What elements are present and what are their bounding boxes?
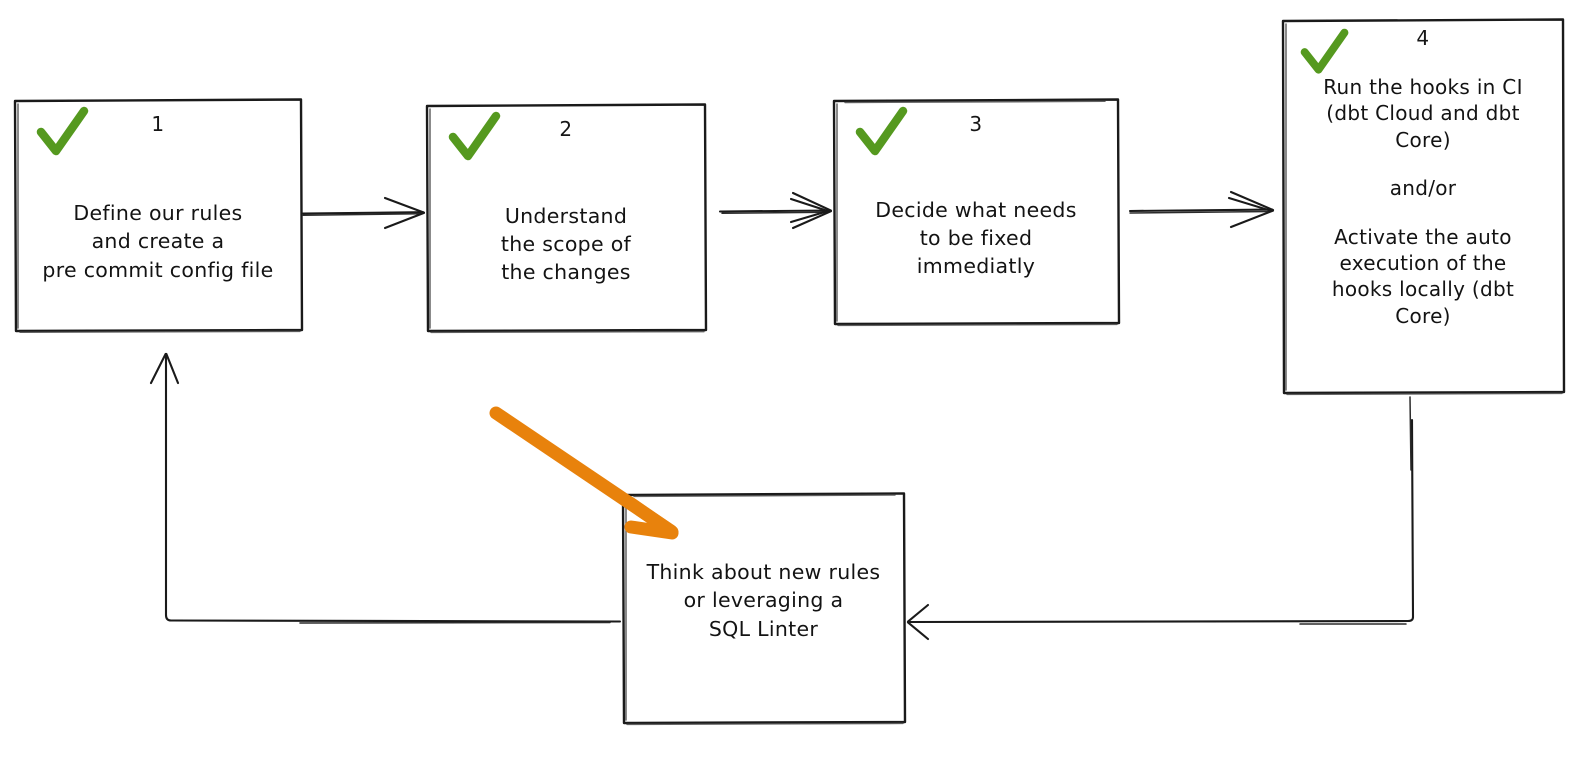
- green-check-icon: [855, 106, 908, 156]
- step-loop-node[interactable]: Think about new rules or leveraging a SQ…: [622, 494, 905, 724]
- step-loop-text: Think about new rules or leveraging a SQ…: [646, 560, 881, 641]
- step-loop-header: [622, 494, 905, 552]
- step-4-text-ci: Run the hooks in CI (dbt Cloud and dbt C…: [1323, 75, 1523, 152]
- step-3-body: Decide what needs to be fixed immediatly: [833, 162, 1119, 324]
- step-2-header: 2: [426, 105, 706, 167]
- step-2-number: 2: [559, 117, 573, 141]
- step-1-header: 1: [14, 100, 302, 162]
- step-3-header: 3: [833, 100, 1119, 162]
- step-4-body: Run the hooks in CI (dbt Cloud and dbt C…: [1282, 72, 1564, 394]
- orange-highlight-arrow: [489, 406, 679, 540]
- step-3-number: 3: [969, 112, 983, 136]
- green-check-icon: [36, 106, 89, 156]
- arrow-1-to-2: [301, 196, 426, 230]
- step-2-node[interactable]: 2 Understand the scope of the changes: [426, 105, 706, 331]
- step-1-body: Define our rules and create a pre commit…: [14, 162, 302, 331]
- step-1-number: 1: [151, 112, 165, 136]
- step-3-text: Decide what needs to be fixed immediatly: [875, 197, 1077, 279]
- step-2-text: Understand the scope of the changes: [500, 203, 632, 285]
- green-check-icon: [448, 111, 501, 161]
- step-loop-box-outline: [621, 492, 907, 726]
- arrow-loop-to-1: [149, 352, 622, 624]
- arrow-3-to-4: [1128, 190, 1275, 229]
- step-loop-body: Think about new rules or leveraging a SQ…: [622, 552, 905, 724]
- green-check-icon: [1300, 28, 1349, 74]
- step-4-node[interactable]: 4 Run the hooks in CI (dbt Cloud and dbt…: [1282, 20, 1564, 394]
- step-1-box-outline: [13, 98, 304, 333]
- step-2-box-outline: [425, 103, 708, 334]
- step-1-node[interactable]: 1 Define our rules and create a pre comm…: [14, 100, 302, 331]
- arrow-2-to-3: [718, 191, 833, 230]
- step-2-body: Understand the scope of the changes: [426, 167, 706, 331]
- step-4-box-outline: [1281, 18, 1566, 396]
- step-3-node[interactable]: 3 Decide what needs to be fixed immediat…: [833, 100, 1119, 324]
- step-4-number: 4: [1416, 26, 1430, 50]
- arrow-4-to-loop: [906, 396, 1415, 641]
- step-4-text-local: Activate the auto execution of the hooks…: [1331, 224, 1515, 328]
- step-1-text: Define our rules and create a pre commit…: [42, 201, 274, 282]
- step-4-header: 4: [1282, 20, 1564, 74]
- step-4-text-andor: and/or: [1389, 176, 1457, 201]
- step-3-box-outline: [832, 98, 1121, 327]
